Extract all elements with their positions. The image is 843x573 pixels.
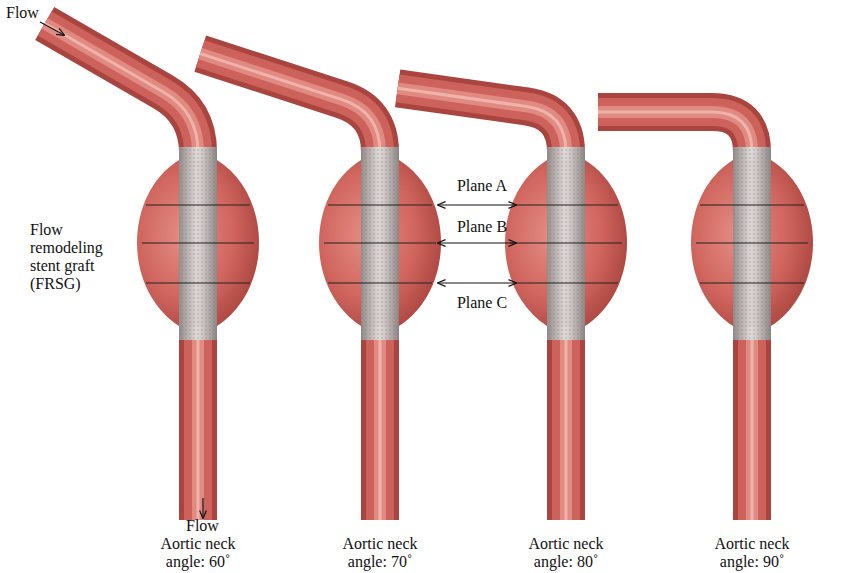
angle-caption: Aortic neck angle: 60˚ <box>140 535 256 571</box>
flow-arrow <box>202 498 203 518</box>
section-plane <box>514 282 618 283</box>
section-plane <box>328 204 432 205</box>
section-plane <box>514 204 618 205</box>
angle-caption: Aortic neck angle: 80˚ <box>508 535 624 571</box>
section-plane <box>328 282 432 283</box>
section-plane <box>146 282 250 283</box>
section-plane <box>696 242 808 243</box>
section-plane <box>324 242 436 243</box>
angle-caption: Aortic neck angle: 90˚ <box>694 535 810 571</box>
plane-arrow <box>438 204 516 205</box>
plane-label: Plane C <box>442 294 522 312</box>
plane-arrow <box>438 282 516 283</box>
section-plane <box>700 282 804 283</box>
section-plane <box>142 242 254 243</box>
flow-label: Flow <box>186 517 236 535</box>
angle-caption: Aortic neck angle: 70˚ <box>322 535 438 571</box>
flow-label: Flow <box>6 4 66 22</box>
plane-label: Plane A <box>442 177 522 195</box>
section-plane <box>146 204 250 205</box>
section-plane <box>700 204 804 205</box>
device-label: Flow remodeling stent graft (FRSG) <box>30 221 135 293</box>
plane-arrow <box>438 242 516 243</box>
plane-label: Plane B <box>442 218 522 236</box>
section-plane <box>510 242 622 243</box>
flow-arrow <box>40 22 64 35</box>
